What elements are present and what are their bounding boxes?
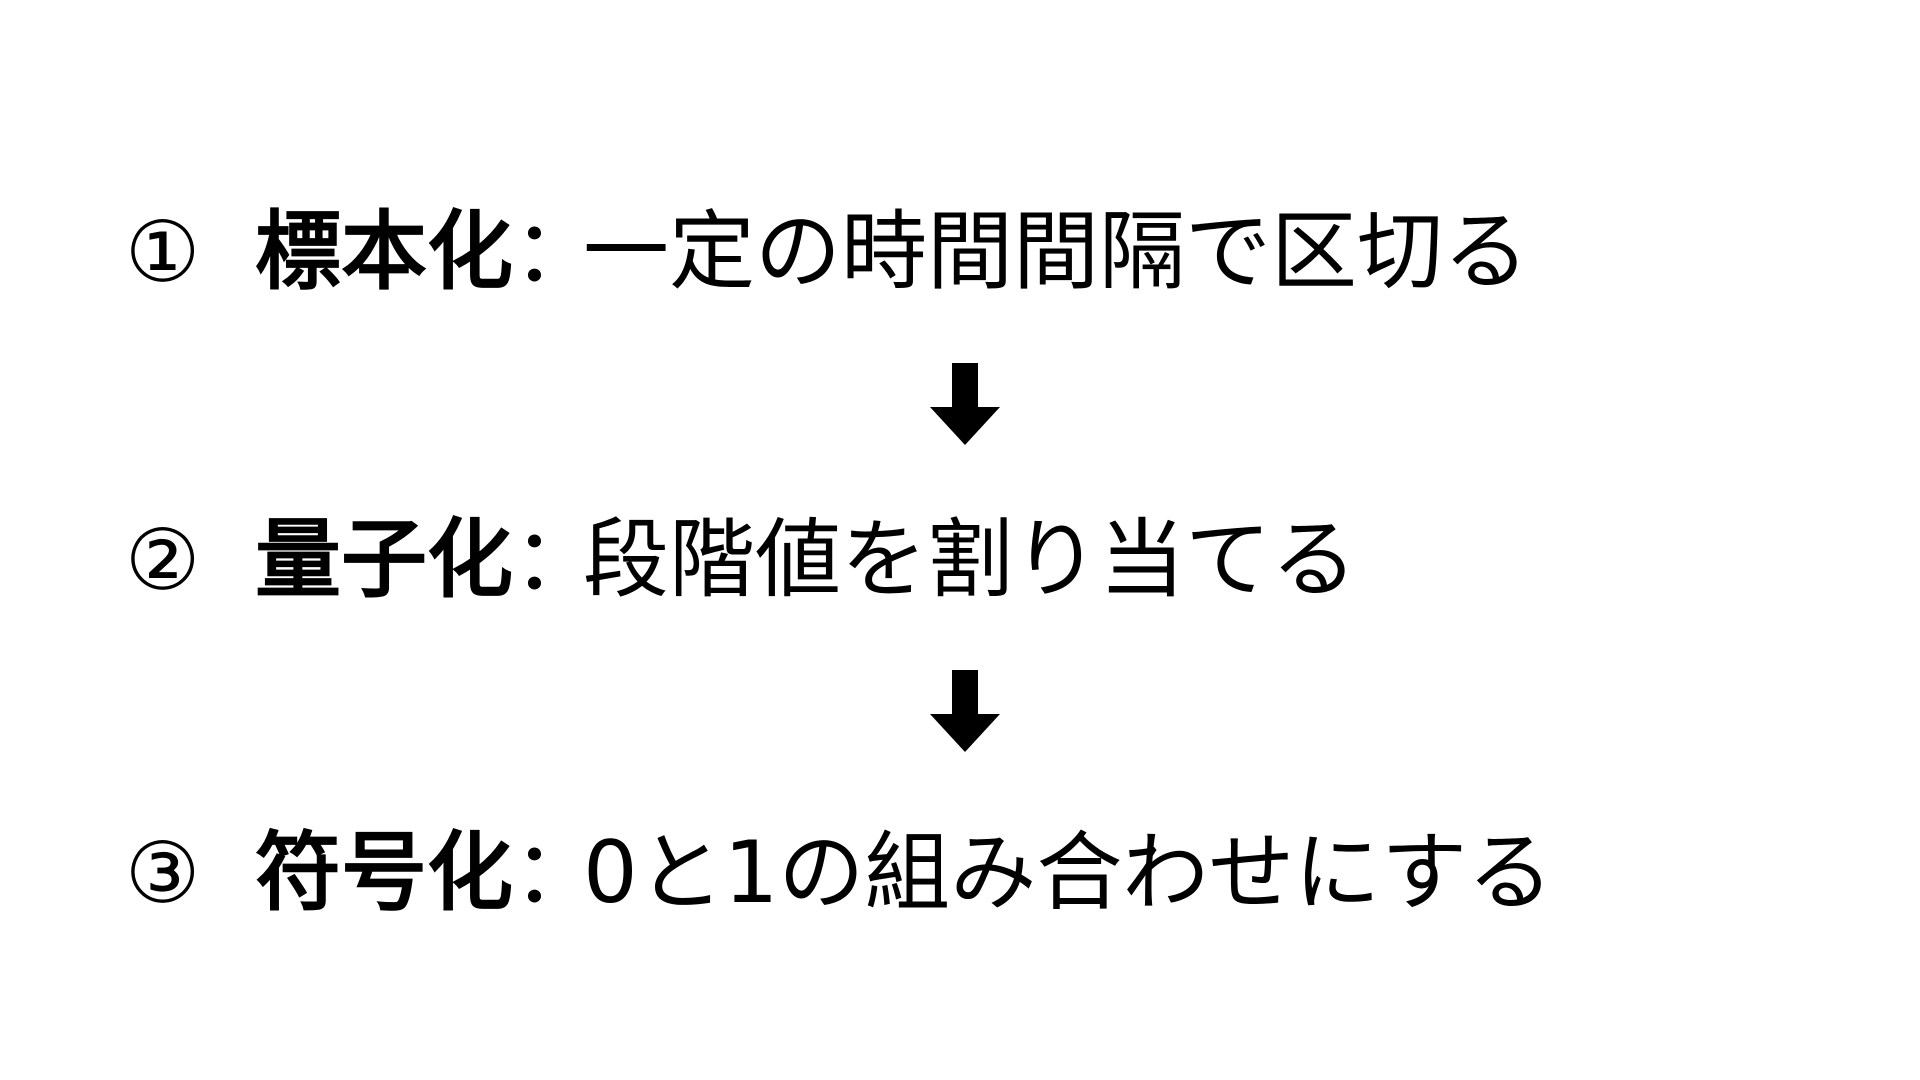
step-number: ② [125,511,201,609]
step-description: 段階値を割り当てる [583,510,1357,610]
step-separator: ： [513,510,599,610]
step-encoding: ③ 符号化 ： 0と1の組み合わせにする [125,818,1553,928]
arrow-down-icon [930,670,1000,752]
step-label: 符号化 [255,823,513,923]
step-description: 一定の時間間隔で区切る [583,202,1529,302]
step-number: ① [125,203,201,301]
step-label: 標本化 [255,202,513,302]
step-separator: ： [513,202,599,302]
step-quantization: ② 量子化 ： 段階値を割り当てる [125,505,1357,615]
step-label: 量子化 [255,510,513,610]
step-separator: ： [513,823,599,923]
step-description: 0と1の組み合わせにする [583,823,1554,923]
step-number: ③ [125,824,201,922]
arrow-down-icon [930,363,1000,445]
step-sampling: ① 標本化 ： 一定の時間間隔で区切る [125,197,1529,307]
